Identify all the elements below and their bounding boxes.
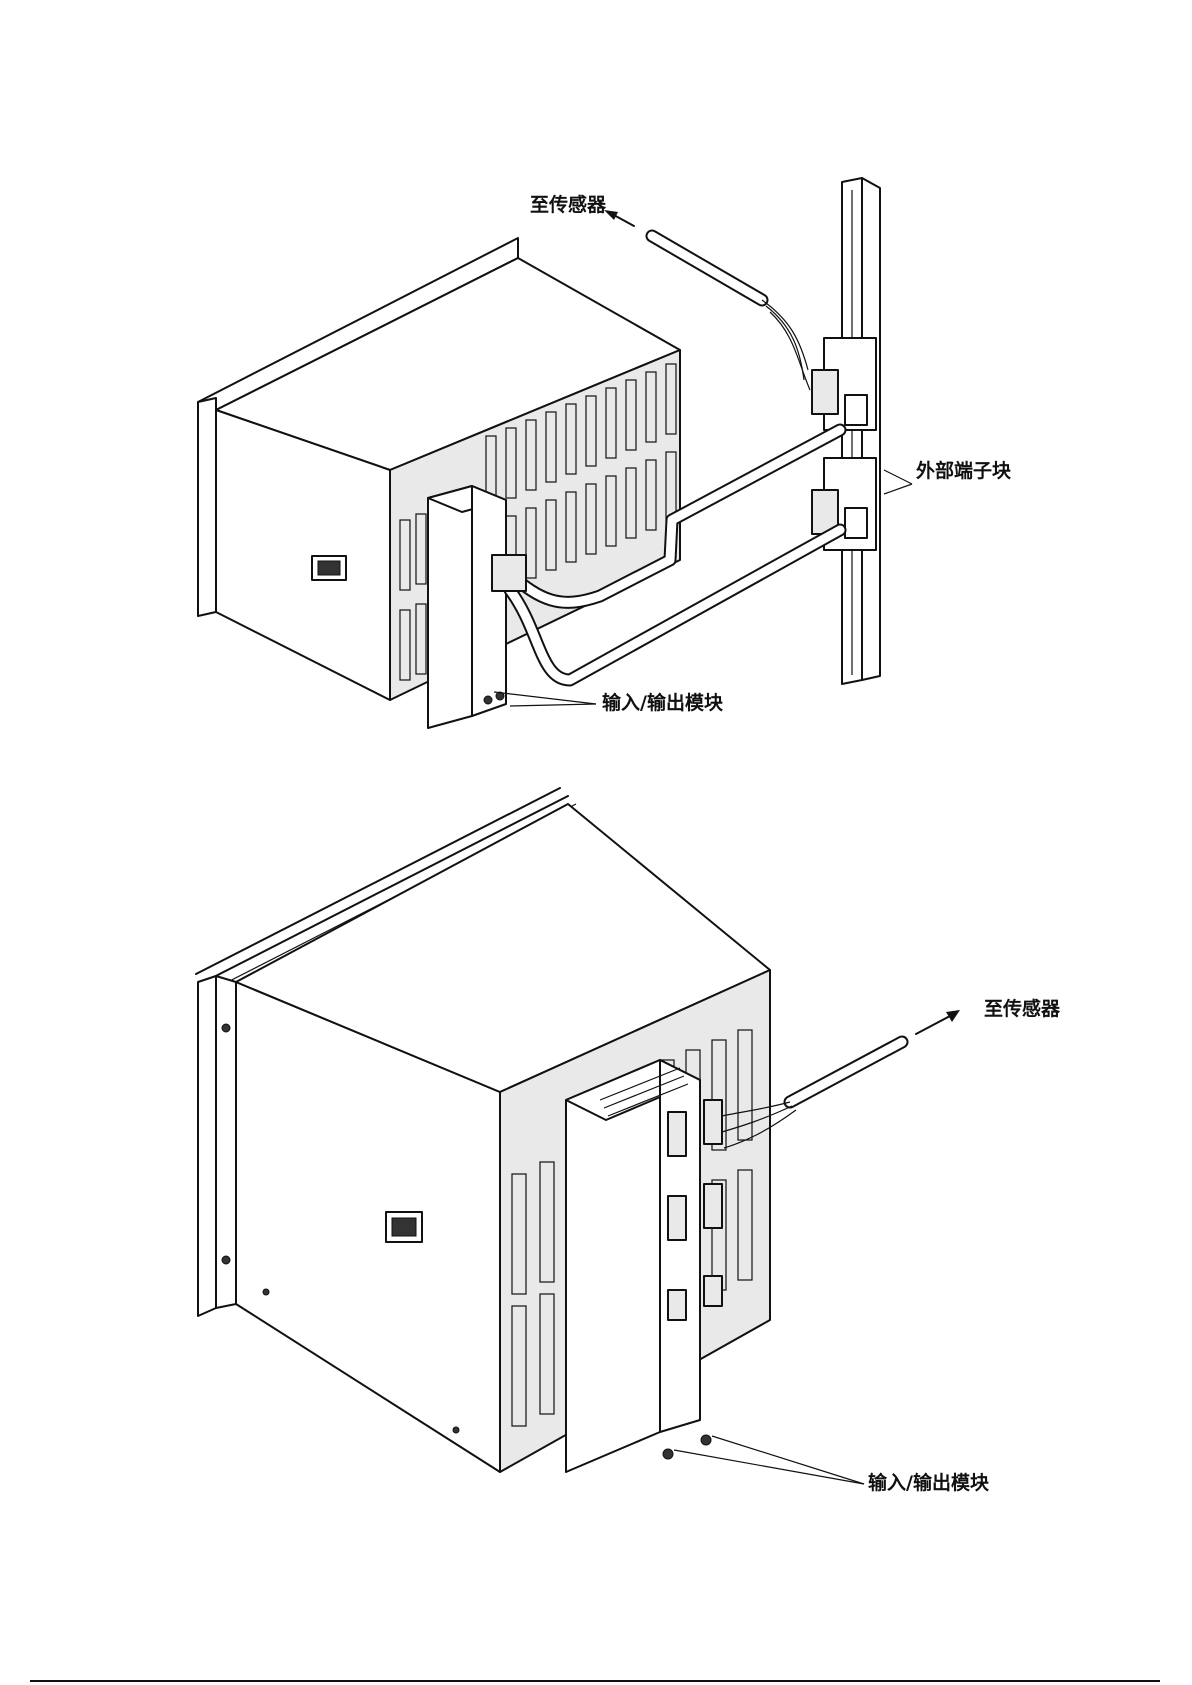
leader-line — [494, 692, 596, 704]
bottom-rack-illustration — [0, 760, 1192, 1685]
front-flange — [198, 976, 216, 1316]
terminal-connector — [812, 370, 838, 414]
label-io-module-top: 输入/输出模块 — [602, 694, 723, 713]
terminal-plug — [845, 395, 867, 425]
io-module-side — [472, 486, 506, 716]
leader-line — [674, 1450, 864, 1484]
arrowhead-icon — [604, 210, 618, 220]
handle-grip — [318, 561, 340, 575]
io-module-face — [428, 486, 472, 728]
sensor-arrow — [916, 1016, 950, 1034]
leader-line — [884, 470, 912, 484]
label-to-sensor-bottom: 至传感器 — [984, 1000, 1060, 1019]
module-plug — [492, 555, 526, 591]
handle-grip — [392, 1218, 416, 1236]
module-connector — [668, 1112, 686, 1156]
module-connector — [668, 1290, 686, 1320]
top-rack-illustration — [0, 0, 1192, 760]
module-connector — [704, 1100, 722, 1144]
page-bottom-rule — [30, 1680, 1160, 1682]
leader-line — [510, 704, 596, 706]
io-module-front — [566, 1060, 660, 1472]
leader-line — [712, 1436, 864, 1484]
label-io-module-bottom: 输入/输出模块 — [868, 1474, 989, 1493]
module-screw — [663, 1449, 673, 1459]
bottom-diagram: 至传感器 输入/输出模块 — [0, 760, 1192, 1685]
module-connector — [668, 1196, 686, 1240]
top-diagram: 至传感器 外部端子块 输入/输出模块 — [0, 0, 1192, 760]
leader-line — [884, 484, 912, 494]
module-screw — [484, 696, 492, 704]
flange-edge — [198, 398, 216, 616]
module-screw — [701, 1435, 711, 1445]
module-connector — [704, 1184, 722, 1228]
terminal-plug — [845, 508, 867, 538]
module-connector — [704, 1276, 722, 1306]
label-external-terminal-block: 外部端子块 — [916, 462, 1011, 481]
label-to-sensor-top: 至传感器 — [530, 196, 606, 215]
